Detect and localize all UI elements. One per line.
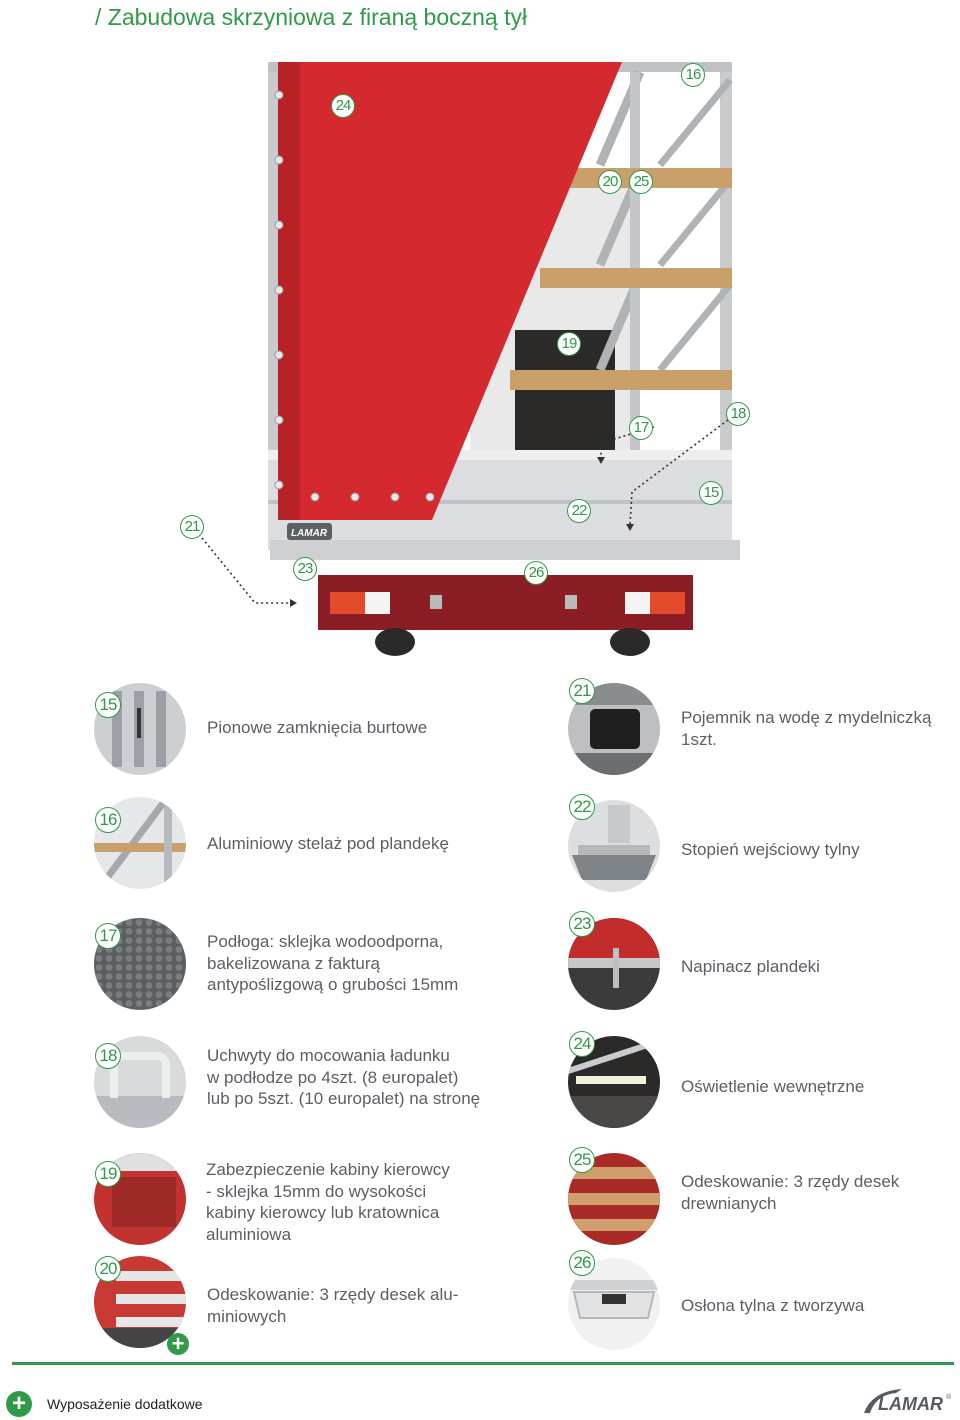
feature-number-16: 16 <box>95 807 121 833</box>
logo-text: LAMAR <box>878 1394 943 1414</box>
feature-text-26: Osłona tylna z tworzywa <box>681 1296 865 1315</box>
feature-text-15: Pionowe zamknięcia burtowe <box>207 718 428 737</box>
hero-label-22: 22 <box>567 499 591 523</box>
feature-text-22: Stopień wejściowy tylny <box>681 840 860 859</box>
feature-text-18: Uchwyty do mocowania ładunku w podłodze … <box>207 1046 481 1108</box>
logo-registered-mark: ® <box>946 1393 952 1401</box>
thumb-floor-texture <box>94 918 186 1010</box>
feature-number-23: 23 <box>569 911 595 937</box>
footer-divider <box>12 1362 954 1365</box>
feature-number-19: 19 <box>95 1161 121 1187</box>
feature-number-18: 18 <box>95 1043 121 1069</box>
feature-text-16: Aluminiowy stelaż pod plandekę <box>207 834 449 853</box>
feature-text-21: Pojemnik na wodę z mydelniczką 1szt. <box>681 708 932 749</box>
hero-label-21: 21 <box>180 515 204 539</box>
feature-text-25: Odeskowanie: 3 rzędy desek drewnianych <box>681 1172 900 1213</box>
hero-label-20: 20 <box>598 170 622 194</box>
feature-number-15: 15 <box>95 692 121 718</box>
thumb-rear-step <box>568 800 660 892</box>
feature-number-21: 21 <box>569 678 595 704</box>
hero-label-25: 25 <box>629 170 653 194</box>
feature-number-26: 26 <box>569 1250 595 1276</box>
hero-label-19: 19 <box>557 332 581 356</box>
hero-label-24: 24 <box>331 94 355 118</box>
truck-logo-text: LAMAR <box>291 528 328 539</box>
hero-label-15: 15 <box>699 481 723 505</box>
truck-rear-illustration: LAMAR 24 16 20 25 19 17 18 15 21 22 23 2… <box>0 0 960 660</box>
feature-text-19: Zabezpieczenie kabiny kierowcy - sklejka… <box>206 1160 450 1244</box>
thumb-vertical-side-locks <box>94 683 186 775</box>
hero-label-18: 18 <box>726 402 750 426</box>
feature-text-20: Odeskowanie: 3 rzędy desek alu- miniowyc… <box>207 1285 459 1326</box>
hero-label-26: 26 <box>524 561 548 585</box>
feature-text-17: Podłoga: sklejka wodoodporna, bakelizowa… <box>207 932 459 994</box>
feature-text-23: Napinacz plandeki <box>681 957 820 976</box>
optional-equipment-marker: + <box>167 1333 189 1355</box>
feature-text-24: Oświetlenie wewnętrzne <box>681 1077 865 1096</box>
footer-legend-label: Wyposażenie dodatkowe <box>47 1396 203 1412</box>
feature-number-24: 24 <box>569 1031 595 1057</box>
page-title: / Zabudowa skrzyniowa z firaną boczną ty… <box>95 4 528 30</box>
hero-label-16: 16 <box>681 63 705 87</box>
lamar-logo: LAMAR ® <box>862 1387 954 1420</box>
feature-number-25: 25 <box>569 1147 595 1173</box>
feature-number-17: 17 <box>95 923 121 949</box>
hero-label-23: 23 <box>293 557 317 581</box>
hero-label-17: 17 <box>629 416 653 440</box>
plus-icon: + <box>6 1391 32 1417</box>
feature-number-20: 20 <box>95 1256 121 1282</box>
feature-number-22: 22 <box>569 794 595 820</box>
